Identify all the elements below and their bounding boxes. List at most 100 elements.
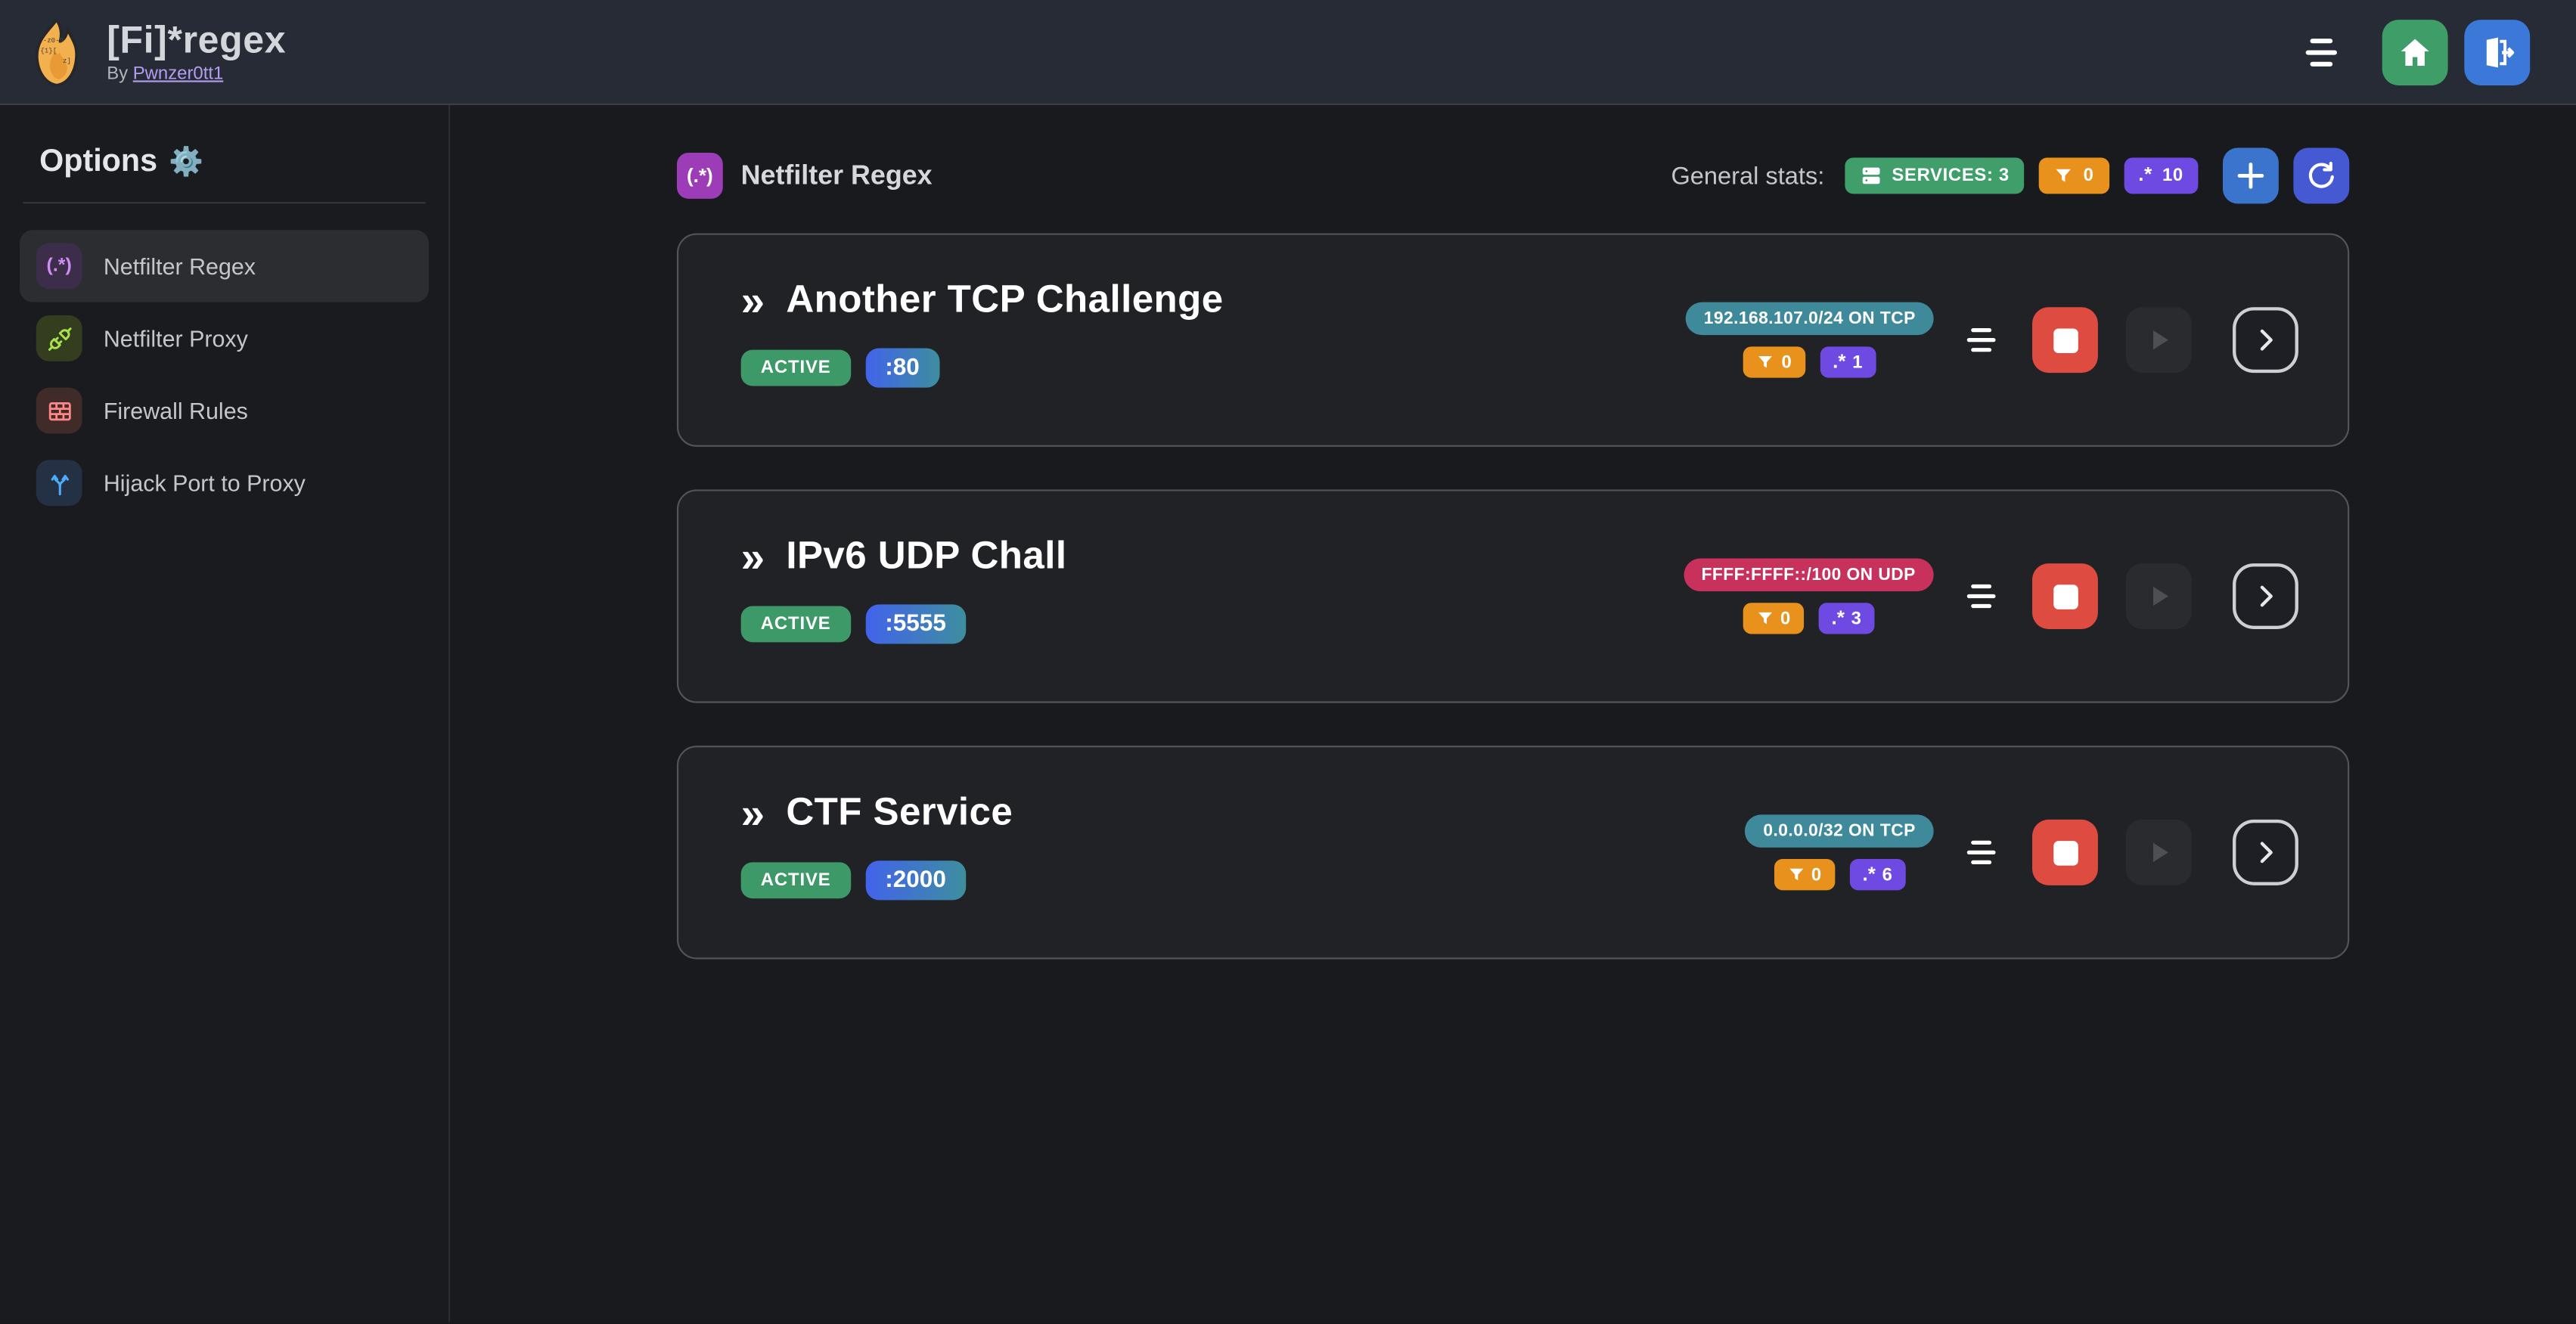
regexes-total-badge: .* 10 [2123, 157, 2199, 194]
cidr-badge: FFFF:FFFF::/100 ON UDP [1683, 558, 1934, 591]
regex-count-badge: .* 1 [1819, 346, 1876, 378]
chevron-right-icon [2249, 836, 2282, 869]
regex-icon: (.*) [36, 243, 82, 290]
services-count-badge: SERVICES: 3 [1844, 157, 2025, 194]
sidebar-item-hijack-port[interactable]: Hijack Port to Proxy [20, 447, 429, 519]
service-title: IPv6 UDP Chall [786, 533, 1067, 577]
refresh-button[interactable] [2293, 147, 2350, 204]
stop-button[interactable] [2032, 563, 2098, 629]
sidebar-item-firewall-rules[interactable]: Firewall Rules [20, 374, 429, 447]
regex-count-text: 1 [1852, 352, 1863, 373]
start-button[interactable] [2125, 563, 2192, 629]
sidebar-nav: (.*) Netfilter Regex [20, 230, 429, 519]
regex-glyph-icon: .* [2138, 163, 2152, 186]
home-icon [2397, 34, 2433, 70]
author-link[interactable]: Pwnzer0tt1 [132, 64, 224, 84]
sidebar: Options ⚙️ (.*) Netfilter Regex [0, 105, 451, 1322]
regex-glyph-icon: .* [1831, 605, 1845, 628]
status-badge: ACTIVE [740, 606, 851, 643]
filter-count-text: 0 [1781, 352, 1792, 373]
section-title: Netfilter Regex [740, 160, 933, 190]
double-chevron-icon: » [740, 787, 765, 837]
brick-wall-icon [36, 387, 82, 434]
filter-count-badge: 0 [1773, 859, 1835, 891]
sidebar-item-label: Firewall Rules [103, 397, 248, 424]
chevron-right-icon [2249, 580, 2282, 612]
flame-logo-icon: -z0-9 {1}[ z] [26, 17, 85, 86]
svg-text:{1}[: {1}[ [40, 45, 57, 54]
cidr-badge: 192.168.107.0/24 ON TCP [1685, 302, 1934, 336]
logout-button[interactable] [2464, 18, 2531, 85]
status-badge: ACTIVE [740, 862, 851, 899]
stop-icon [2053, 840, 2078, 865]
funnel-icon [1755, 609, 1774, 628]
home-button[interactable] [2382, 18, 2448, 85]
service-card: » IPv6 UDP Chall ACTIVE :5555 FFFF:FFFF:… [676, 489, 2350, 703]
funnel-icon [1757, 353, 1775, 371]
filters-total-badge: 0 [2038, 157, 2109, 194]
netfilter-regex-icon: (.*) [676, 153, 723, 199]
stop-button[interactable] [2032, 819, 2098, 885]
filter-count-text: 0 [1780, 608, 1791, 628]
status-badge: ACTIVE [740, 349, 851, 386]
sidebar-item-label: Netfilter Proxy [103, 325, 248, 352]
play-icon [2143, 580, 2175, 612]
filter-count-text: 0 [1811, 864, 1822, 885]
sidebar-item-label: Netfilter Regex [103, 253, 256, 280]
plus-icon [2233, 158, 2269, 194]
stop-icon [2053, 584, 2078, 609]
service-menu-icon[interactable] [1962, 833, 2004, 872]
sidebar-item-netfilter-regex[interactable]: (.*) Netfilter Regex [20, 230, 429, 302]
service-card: » CTF Service ACTIVE :2000 0.0.0.0/32 ON… [676, 746, 2350, 960]
play-icon [2143, 836, 2175, 869]
stop-icon [2053, 327, 2078, 352]
port-badge: :80 [865, 348, 939, 388]
service-menu-icon[interactable] [1962, 576, 2004, 615]
open-service-button[interactable] [2233, 563, 2298, 629]
service-card: » Another TCP Challenge ACTIVE :80 192.1… [676, 233, 2350, 447]
service-menu-icon[interactable] [1962, 321, 2004, 360]
section-header: (.*) Netfilter Regex General stats: [676, 147, 2350, 204]
port-badge: :5555 [865, 604, 966, 644]
sidebar-item-netfilter-proxy[interactable]: Netfilter Proxy [20, 302, 429, 375]
sidebar-title: Options ⚙️ [20, 144, 429, 181]
stop-button[interactable] [2032, 307, 2098, 374]
svg-text:z]: z] [63, 56, 71, 64]
services-count-text: SERVICES: 3 [1892, 166, 2010, 186]
sidebar-title-text: Options [39, 144, 158, 179]
regex-count-badge: .* 3 [1818, 603, 1875, 634]
start-button[interactable] [2125, 819, 2192, 885]
filter-count-badge: 0 [1743, 346, 1805, 378]
byline-prefix: By [107, 64, 129, 84]
sidebar-divider [23, 202, 426, 204]
server-icon [1859, 164, 1882, 187]
filter-count-badge: 0 [1742, 603, 1804, 634]
regex-glyph-icon: .* [1862, 861, 1876, 885]
plug-icon [36, 315, 82, 361]
byline: By Pwnzer0tt1 [107, 64, 286, 84]
funnel-icon [1786, 866, 1805, 884]
menu-icon[interactable] [2300, 34, 2346, 70]
logout-icon [2479, 34, 2515, 70]
general-stats-label: General stats: [1671, 161, 1825, 190]
regex-count-text: 3 [1851, 608, 1861, 628]
regex-glyph-icon: .* [1833, 349, 1846, 373]
double-chevron-icon: » [740, 274, 765, 325]
gear-icon: ⚙️ [169, 146, 204, 178]
service-title: CTF Service [786, 789, 1013, 833]
play-icon [2143, 324, 2175, 356]
service-title: Another TCP Challenge [786, 278, 1224, 321]
cidr-badge: 0.0.0.0/32 ON TCP [1745, 814, 1934, 848]
funnel-icon [2054, 166, 2074, 185]
regexes-total-text: 10 [2162, 166, 2183, 186]
double-chevron-icon: » [740, 531, 765, 581]
split-arrows-icon [36, 460, 82, 507]
open-service-button[interactable] [2233, 307, 2298, 374]
regex-count-text: 6 [1882, 864, 1892, 885]
open-service-button[interactable] [2233, 819, 2298, 885]
add-service-button[interactable] [2222, 147, 2279, 204]
refresh-icon [2305, 160, 2338, 192]
start-button[interactable] [2125, 307, 2192, 374]
regex-count-badge: .* 6 [1849, 859, 1906, 891]
